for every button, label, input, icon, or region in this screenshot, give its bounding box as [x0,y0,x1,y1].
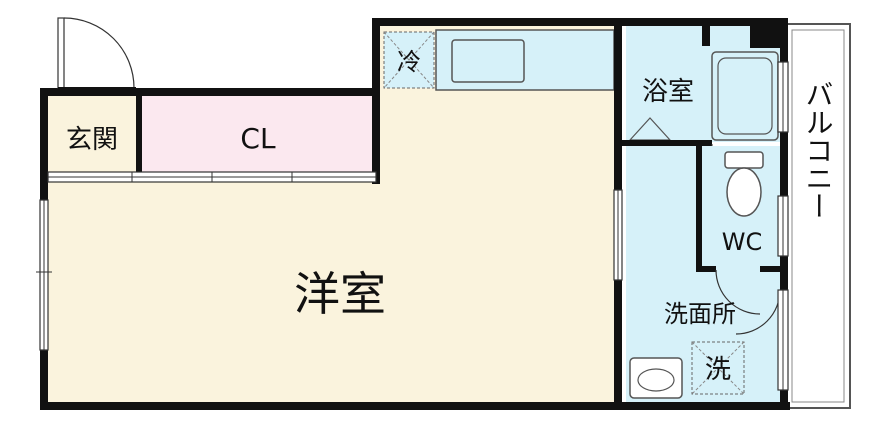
washroom-sliding-door [613,189,623,281]
closet-door-track [47,171,377,183]
left-window [36,199,52,351]
closet-label: CL [240,122,276,155]
balcony-label: バルコニー [802,80,835,220]
entrance-floor [46,92,138,174]
sink-basin [451,39,525,83]
washer-label: 洗 [705,355,731,385]
toilet-label: WC [722,228,763,256]
balcony [785,23,851,409]
closet-floor [140,92,376,174]
toilet-bowl [726,167,762,217]
western-room-label: 洋室 [294,267,386,321]
entrance-label: 玄関 [66,125,118,155]
entrance-door [57,17,136,89]
bathtub [711,51,779,141]
balcony-windows [777,61,789,391]
washroom-label: 洗面所 [664,300,736,328]
bathroom-label: 浴室 [642,77,694,107]
western-room-floor [46,24,620,404]
toilet-tank [724,151,764,169]
refrigerator-label: 冷 [397,48,421,76]
toilet-door [715,269,761,315]
